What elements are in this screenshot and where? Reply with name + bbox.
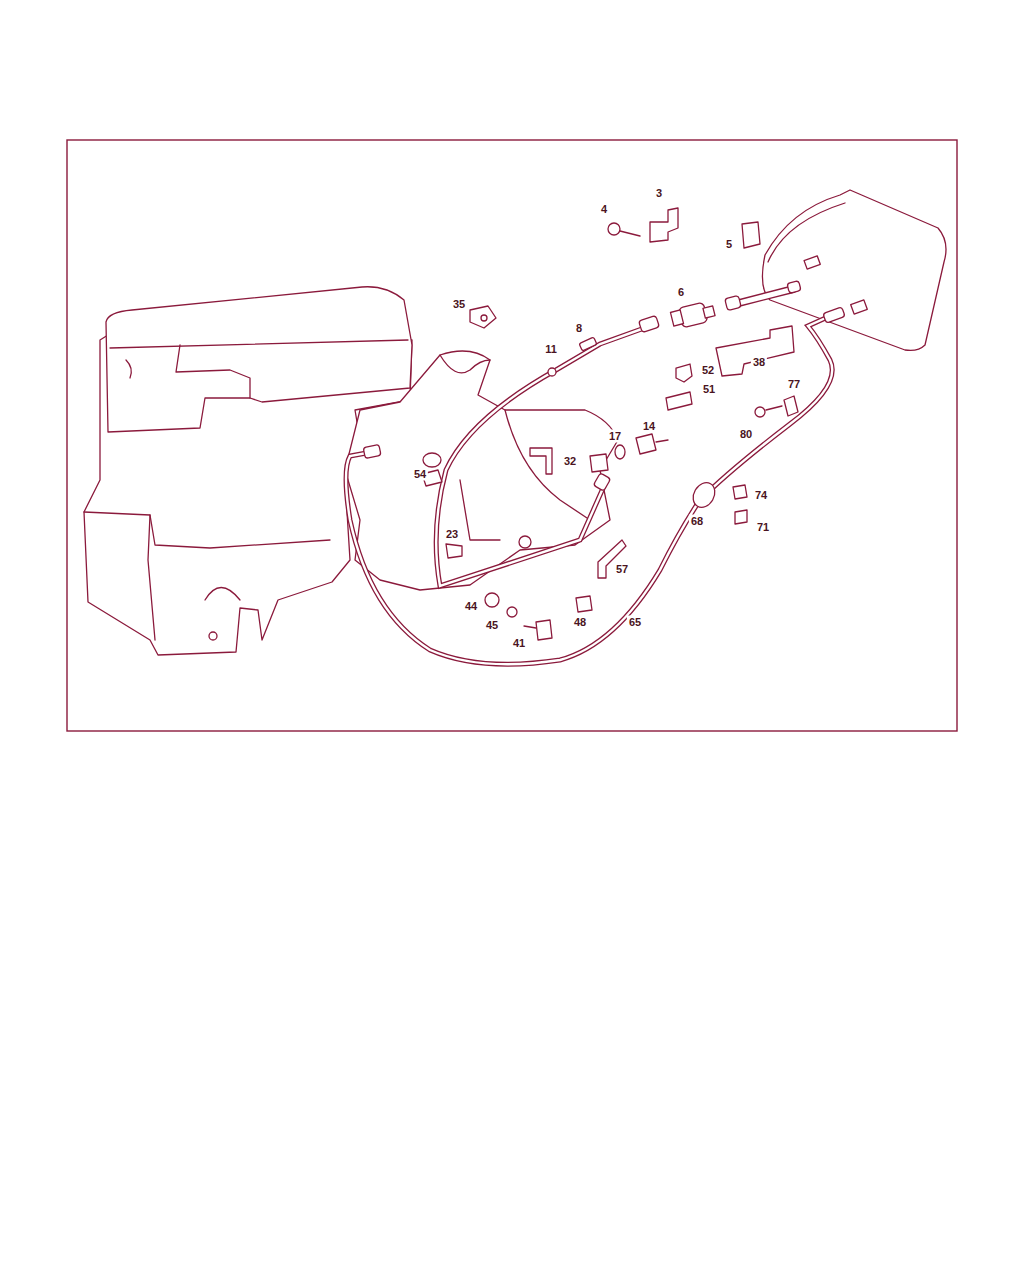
callout-number: 44 (463, 600, 479, 613)
small-parts (422, 208, 798, 640)
callout-number: 6 (676, 286, 686, 299)
callout-number: 11 (543, 343, 559, 356)
callout-number: 8 (574, 322, 584, 335)
callout-number: 48 (572, 616, 588, 629)
callout-number: 45 (484, 619, 500, 632)
cable (436, 316, 659, 586)
callout-number: 54 (412, 468, 428, 481)
callout-number: 32 (562, 455, 578, 468)
callout-number: 14 (641, 420, 657, 433)
callout-number: 57 (614, 563, 630, 576)
callout-number: 4 (599, 203, 609, 216)
callout-number: 38 (751, 356, 767, 369)
callout-number: 35 (451, 298, 467, 311)
callout-number: 74 (753, 489, 769, 502)
callout-number: 5 (724, 238, 734, 251)
callout-number: 68 (689, 515, 705, 528)
frame (67, 140, 957, 731)
callout-number: 77 (786, 378, 802, 391)
sensor-and-shaft (670, 281, 801, 328)
callout-number: 71 (755, 521, 771, 534)
callout-number: 80 (738, 428, 754, 441)
callout-number: 23 (444, 528, 460, 541)
cable (346, 307, 845, 664)
callout-number: 51 (701, 383, 717, 396)
transmission (345, 351, 618, 590)
callout-number: 3 (654, 187, 664, 200)
callout-number: 52 (700, 364, 716, 377)
callout-number: 17 (607, 430, 623, 443)
callout-number: 41 (511, 637, 527, 650)
callout-number: 65 (627, 616, 643, 629)
